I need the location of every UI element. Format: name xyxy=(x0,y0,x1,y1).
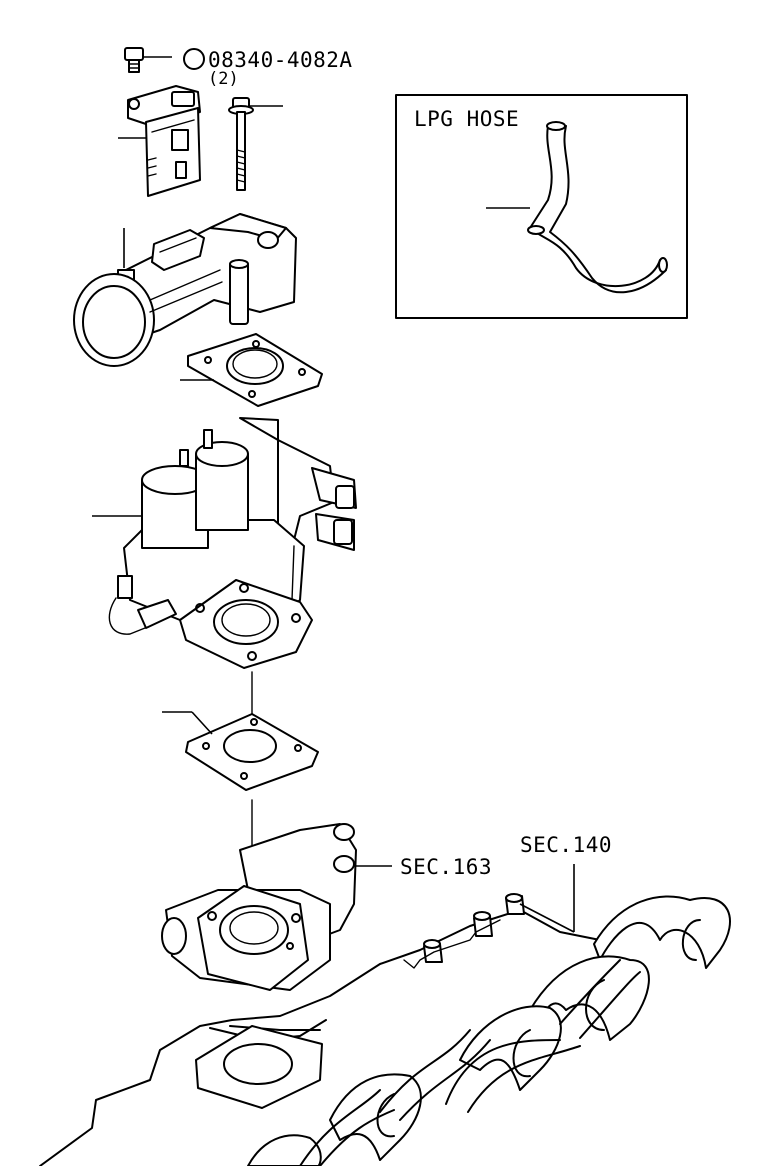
throttle-body xyxy=(73,213,297,367)
gasket-upper xyxy=(180,333,323,407)
bolt-long xyxy=(228,97,283,191)
gasket-lower xyxy=(162,711,319,791)
bolt-small xyxy=(124,47,172,73)
throttle-chamber xyxy=(161,823,392,991)
part-circle-icon xyxy=(183,48,205,70)
lpg-hose-inset xyxy=(395,94,688,319)
sec-163-label: SEC.163 xyxy=(400,855,492,879)
lpg-hose-label: LPG HOSE xyxy=(414,107,519,131)
lpg-mixer-assembly xyxy=(92,417,357,635)
sec-140-label: SEC.140 xyxy=(520,833,612,857)
quantity-label: (2) xyxy=(208,69,239,89)
intake-manifold xyxy=(39,864,731,1166)
part-number-label: 08340-4082A xyxy=(208,48,353,72)
mixer-flange xyxy=(179,579,313,669)
air-flow-sensor xyxy=(118,85,201,197)
